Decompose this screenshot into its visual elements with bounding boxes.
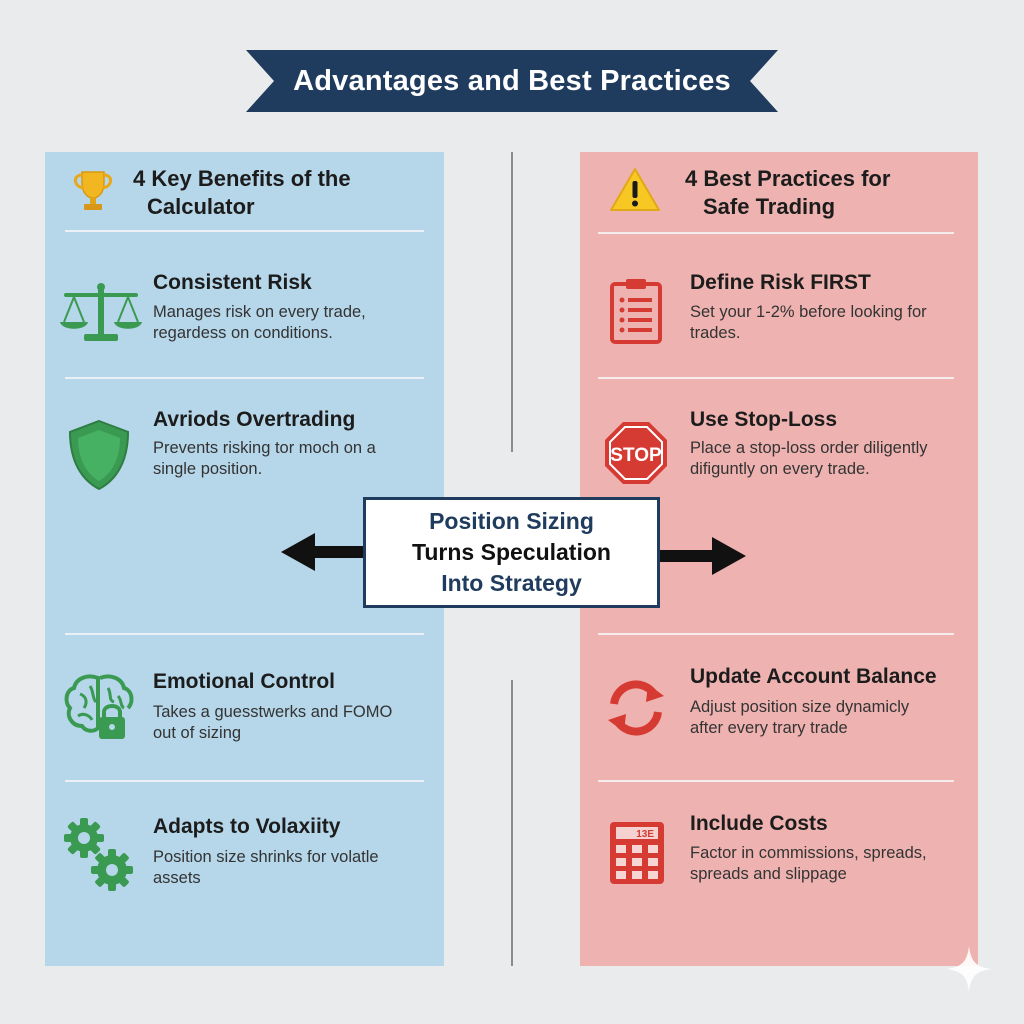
brain-lock-icon	[64, 672, 134, 749]
refresh-arrows-icon	[602, 674, 670, 747]
benefits-heading: 4 Key Benefits of the Calculator	[133, 165, 351, 221]
central-message-line3: Into Strategy	[441, 570, 582, 596]
benefits-divider-4	[65, 780, 424, 782]
page-title: Advantages and Best Practices	[293, 64, 731, 97]
calculator-display-text: 13E	[636, 829, 654, 840]
practice-desc-1: Set your 1-2% before looking for trades.	[690, 303, 927, 342]
title-banner: Advantages and Best Practices	[246, 50, 778, 112]
practice-title-3: Update Account Balance	[690, 665, 937, 688]
calculator-icon: 13E	[608, 820, 666, 891]
central-message-line1: Position Sizing	[429, 508, 594, 534]
stop-sign-icon: STOP	[603, 420, 669, 491]
best-practices-heading: 4 Best Practices for Safe Trading	[685, 165, 890, 221]
benefit-title-3: Emotional Control	[153, 670, 335, 693]
clipboard-icon	[608, 276, 664, 351]
practice-desc-4: Factor in commissions, spreads, spreads …	[690, 844, 927, 883]
benefits-heading-line2: Calculator	[147, 194, 255, 219]
best-practices-heading-line2: Safe Trading	[703, 194, 836, 219]
best-practices-heading-line1: 4 Best Practices for	[685, 166, 891, 191]
benefits-heading-line1: 4 Key Benefits of the	[133, 166, 351, 191]
center-divider-bottom	[511, 680, 513, 966]
warning-icon	[608, 166, 662, 219]
benefit-desc-2: Prevents risking tor moch on a single po…	[153, 439, 376, 478]
shield-icon	[66, 418, 132, 497]
benefits-divider-3	[65, 633, 424, 635]
stop-sign-text: STOP	[610, 445, 662, 466]
benefits-divider-2	[65, 377, 424, 379]
benefit-title-4: Adapts to Volaxiity	[153, 815, 341, 838]
practice-title-1: Define Risk FIRST	[690, 271, 871, 294]
left-arrow-icon	[281, 531, 365, 578]
balance-scale-icon	[58, 280, 144, 351]
practice-title-4: Include Costs	[690, 812, 828, 835]
practice-desc-3: Adjust position size dynamicly after eve…	[690, 698, 910, 737]
benefit-title-1: Consistent Risk	[153, 271, 312, 294]
right-arrow-icon	[660, 535, 746, 582]
trophy-icon	[70, 169, 116, 218]
central-message-box: Position Sizing Turns Speculation Into S…	[363, 497, 660, 608]
sparkle-icon	[944, 944, 994, 999]
benefits-divider-1	[65, 230, 424, 232]
banner-ribbon-shape	[246, 50, 778, 112]
benefit-desc-4: Position size shrinks for volatle assets	[153, 848, 379, 887]
gears-icon	[62, 814, 138, 899]
practices-divider-3	[598, 633, 954, 635]
benefit-title-2: Avriods Overtrading	[153, 408, 356, 431]
benefit-desc-1: Manages risk on every trade, regardess o…	[153, 303, 366, 342]
practices-divider-1	[598, 232, 954, 234]
practices-divider-2	[598, 377, 954, 379]
central-message-line2: Turns Speculation	[412, 539, 611, 565]
center-divider-top	[511, 152, 513, 452]
practice-title-2: Use Stop-Loss	[690, 408, 838, 431]
practice-desc-2: Place a stop-loss order diligently difig…	[690, 439, 928, 478]
practices-divider-4	[598, 780, 954, 782]
benefit-desc-3: Takes a guesstwerks and FOMO out of sizi…	[153, 703, 393, 742]
